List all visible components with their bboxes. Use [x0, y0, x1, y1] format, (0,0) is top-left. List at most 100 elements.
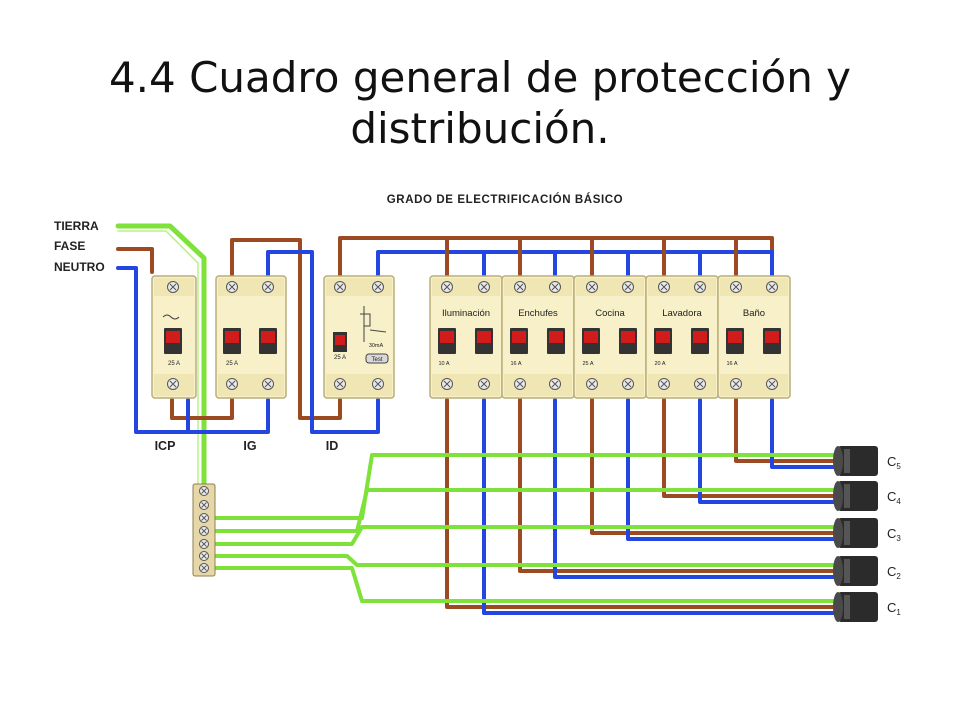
terminal-cross — [660, 283, 668, 291]
id-test-label: Test — [371, 357, 382, 363]
circuit-name-c5: Baño — [743, 308, 765, 319]
breaker-toggle-lever — [261, 331, 275, 343]
circuit-rating-c2: 16 A — [510, 361, 521, 367]
earth-bar-screw-cross — [201, 515, 207, 521]
ig-rating: 25 A — [226, 361, 238, 367]
breaker-toggle-lever — [693, 331, 707, 343]
terminal-cross — [624, 380, 632, 388]
breaker-toggle-lever — [225, 331, 239, 343]
circuit-rating-c1: 10 A — [438, 361, 449, 367]
breaker-toggle-lever — [440, 331, 454, 343]
terminal-cross — [374, 380, 382, 388]
id-symbol — [360, 306, 387, 342]
terminal-cross — [696, 380, 704, 388]
slide-title-line-2: distribución. — [350, 104, 610, 154]
breaker-toggle-lever — [549, 331, 563, 343]
ig-id-neutral-link — [266, 250, 380, 434]
module-body — [717, 275, 791, 399]
circuit-phase-output — [445, 398, 840, 609]
neutral-busbar — [376, 250, 774, 284]
terminal-cross — [336, 283, 344, 291]
terminal-cross — [264, 283, 272, 291]
conduit-mouth — [833, 481, 843, 511]
device-label-icp: ICP — [155, 439, 176, 453]
earth-circuit-wire — [212, 566, 840, 603]
conduit-highlight — [844, 559, 850, 583]
conduit-tag-c1: C1 — [887, 600, 901, 617]
icp-symbol — [162, 314, 180, 320]
terminal-cross — [228, 380, 236, 388]
earth-bar-screw-cross — [201, 541, 207, 547]
conduit-mouth — [833, 556, 843, 586]
conduit-tag-c3: C3 — [887, 526, 901, 543]
earth-circuit-wire — [212, 453, 840, 520]
circuit-rating-c3: 25 A — [582, 361, 593, 367]
conduit-tag-c4: C4 — [887, 489, 901, 506]
terminal-cross — [169, 283, 177, 291]
conduit-mouth — [833, 446, 843, 476]
circuit-neutral-output — [553, 398, 840, 579]
module-icp: 25 A — [151, 275, 197, 399]
supply-label-phase: FASE — [54, 239, 85, 253]
conduit-highlight — [844, 521, 850, 545]
circuit-phase-output — [734, 398, 840, 463]
module-ig: 25 A — [215, 275, 287, 399]
slide-title-line-1: 4.4 Cuadro general de protección y — [108, 53, 852, 102]
terminal-cross — [516, 283, 524, 291]
breaker-toggle-lever — [477, 331, 491, 343]
icp-rating: 25 A — [168, 361, 180, 367]
earth-circuit-wire — [212, 525, 840, 546]
id-test-button — [365, 353, 389, 364]
ig-id-phase-link — [230, 238, 342, 420]
module-body — [215, 275, 287, 399]
terminal-cross — [660, 380, 668, 388]
module-body — [323, 275, 395, 399]
terminal-cross — [696, 283, 704, 291]
terminal-cross — [588, 283, 596, 291]
circuit-neutral-output — [626, 398, 840, 541]
id-toggle-lever — [335, 335, 345, 345]
earth-bar-screw-cross — [201, 528, 207, 534]
terminal-cross — [336, 380, 344, 388]
breaker-toggle-lever — [512, 331, 526, 343]
earth-circuit-wire — [212, 488, 840, 533]
terminal-cross — [551, 380, 559, 388]
terminal-cross — [516, 380, 524, 388]
terminal-cross — [768, 380, 776, 388]
terminal-cross — [480, 283, 488, 291]
wires — [115, 223, 840, 615]
terminal-cross — [228, 283, 236, 291]
terminal-cross — [551, 283, 559, 291]
conduit-highlight — [844, 595, 850, 619]
conduit-tag-c5: C5 — [887, 454, 901, 471]
supply-label-neutral: NEUTRO — [54, 260, 105, 274]
circuit-name-c4: Lavadora — [662, 308, 702, 319]
phase-feeder-wire — [116, 247, 154, 274]
terminal-cross — [374, 283, 382, 291]
icp-ig-phase-link — [170, 398, 234, 420]
circuit-name-c2: Enchufes — [518, 308, 558, 319]
earth-bar-screw-cross — [201, 553, 207, 559]
diagram-heading: GRADO DE ELECTRIFICACIÓN BÁSICO — [387, 193, 623, 206]
conduit-mouth — [833, 592, 843, 622]
circuit-rating-c4: 20 A — [654, 361, 665, 367]
terminal-cross — [732, 380, 740, 388]
module-circuit-c4: Lavadora 20 A — [645, 275, 719, 399]
id-rating: 25 A — [334, 355, 346, 361]
conduit-highlight — [844, 484, 850, 508]
breaker-toggle-lever — [166, 331, 180, 343]
terminal-cross — [480, 380, 488, 388]
breaker-toggle-lever — [728, 331, 742, 343]
slide-title: 4.4 Cuadro general de protección y distr… — [0, 52, 960, 154]
supply-label-earth: TIERRA — [54, 219, 99, 233]
terminal-cross — [443, 380, 451, 388]
earth-bar-screw-cross — [201, 488, 207, 494]
